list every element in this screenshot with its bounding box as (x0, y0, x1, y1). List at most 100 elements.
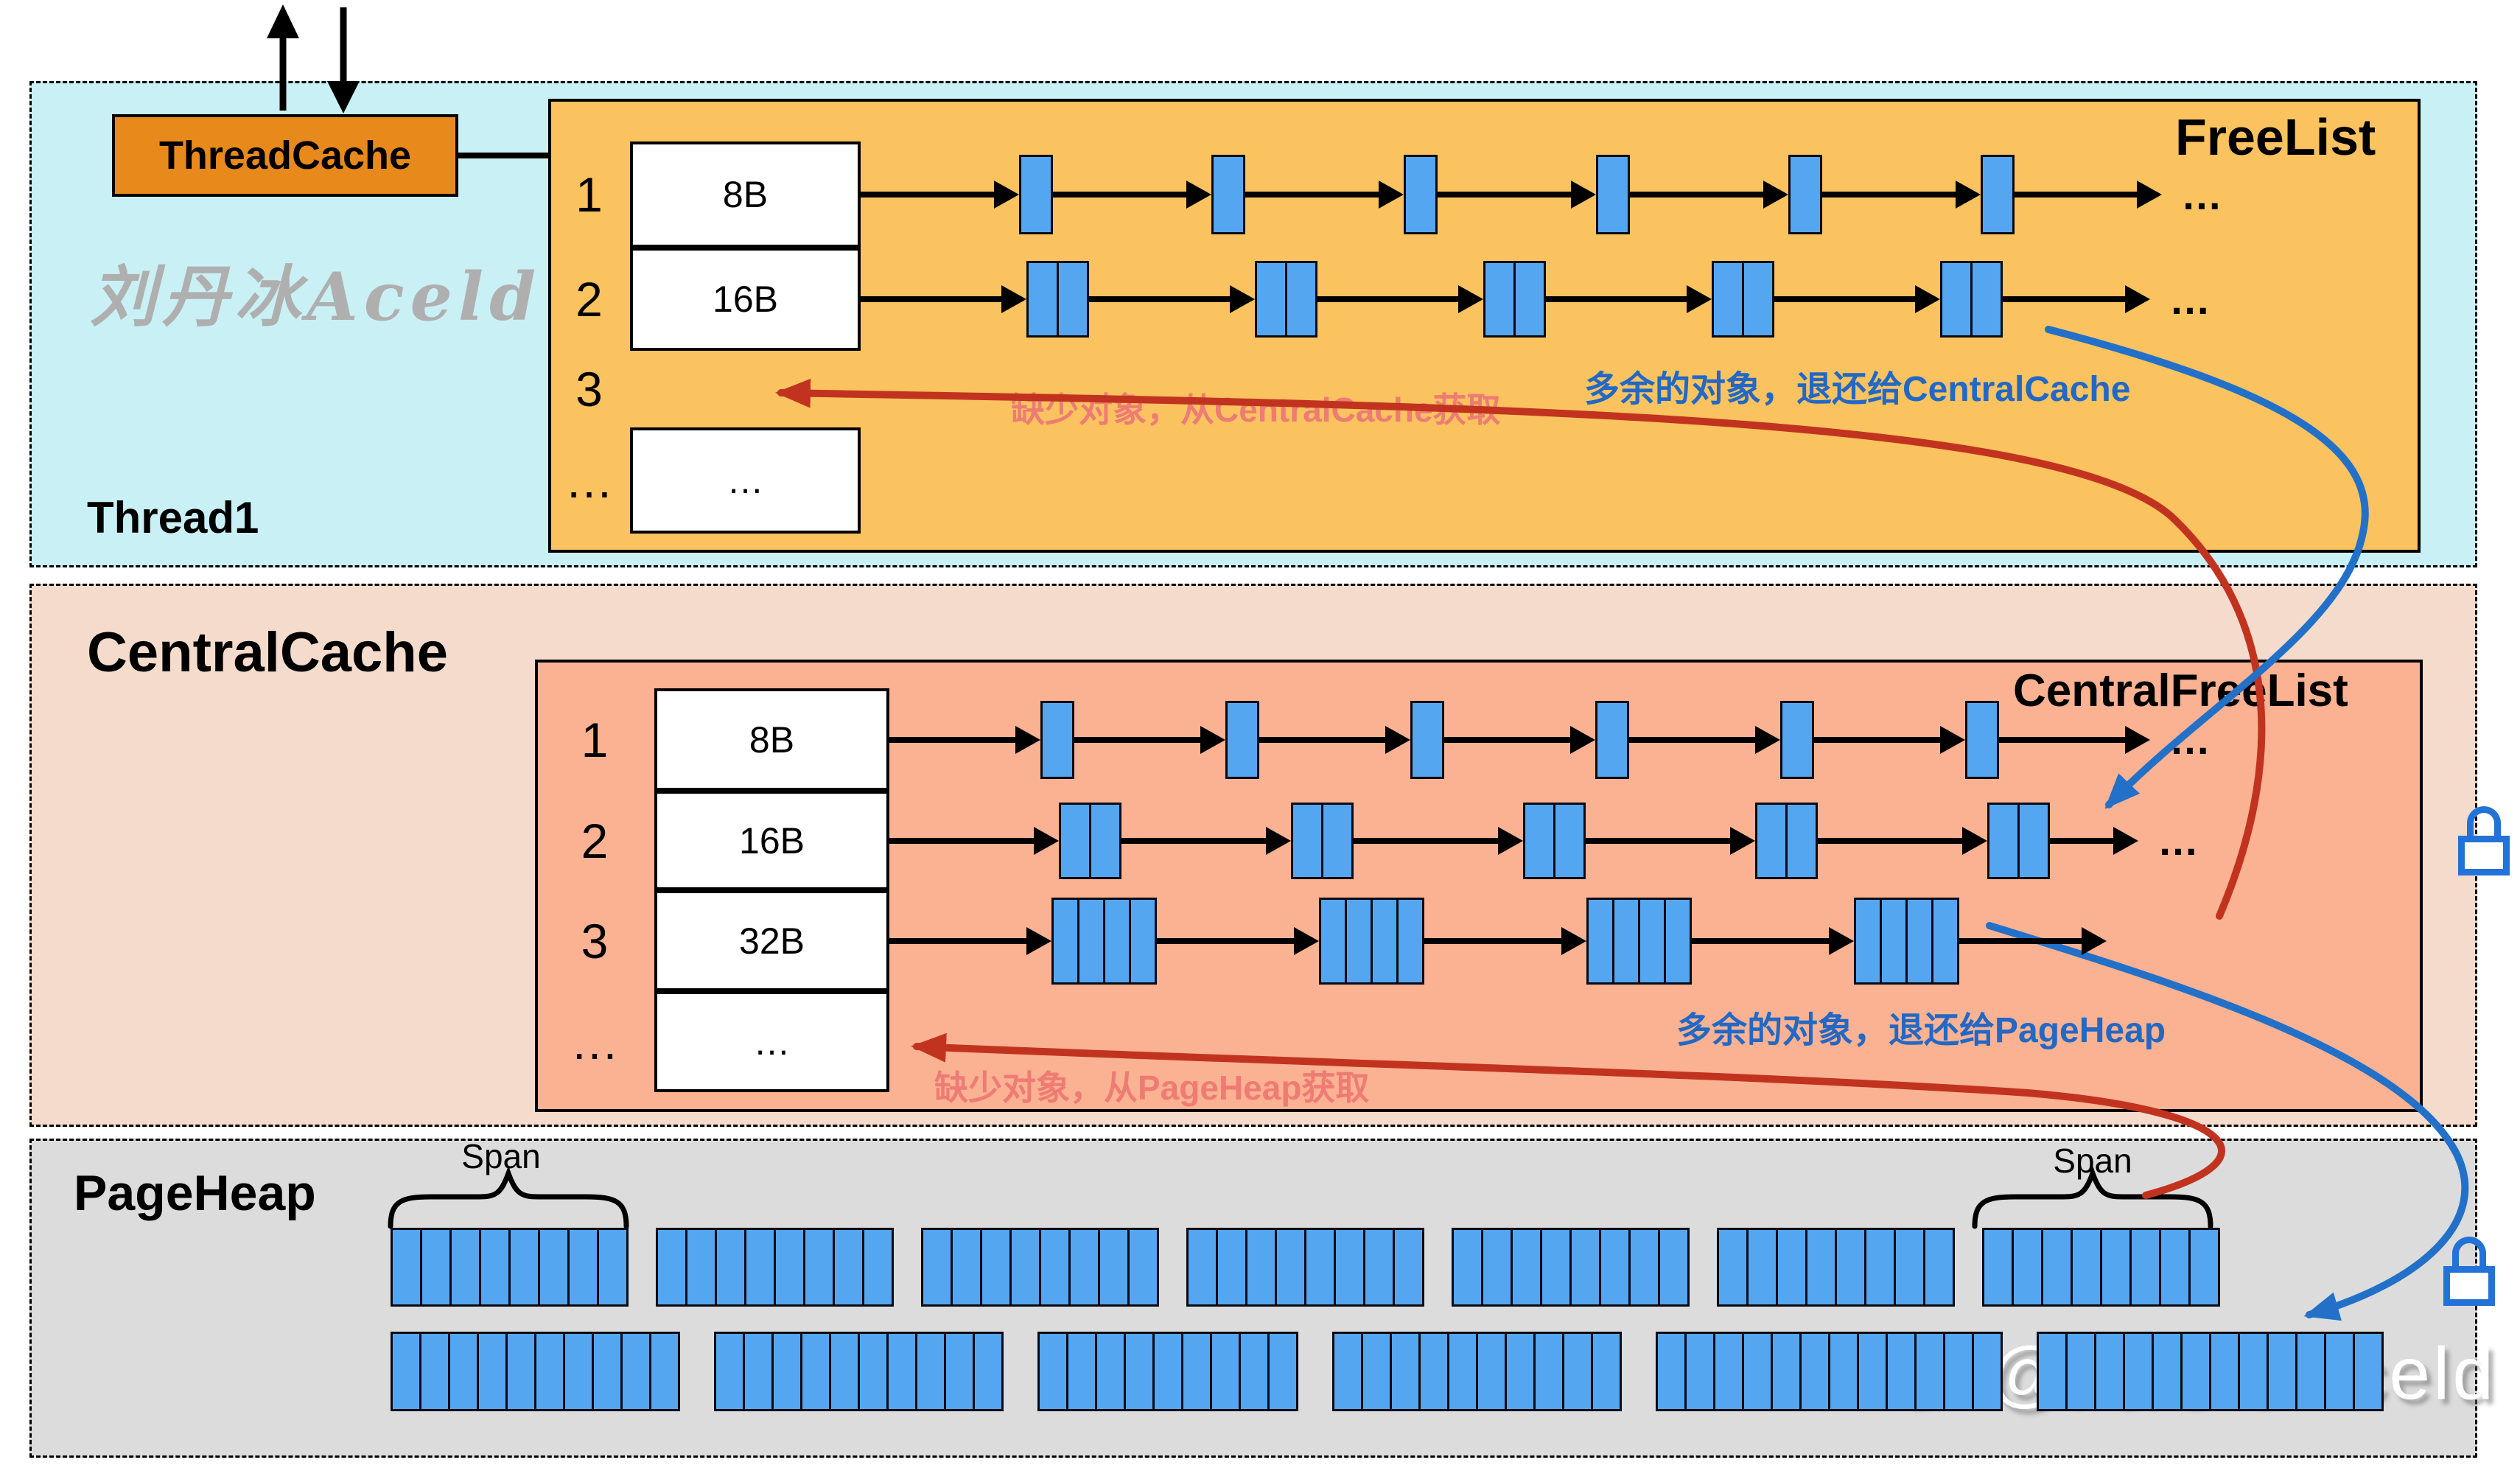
span-group (1656, 1332, 2003, 1411)
memory-block-group (1987, 802, 2050, 879)
link-arrow-icon (1814, 725, 1965, 754)
row-index-label: 2 (581, 813, 609, 868)
page-cell (1066, 1332, 1097, 1411)
ellipsis-label: … (2181, 171, 2226, 218)
memory-block-cell (1981, 155, 2015, 234)
link-arrow-icon (1629, 725, 1780, 754)
page-cell (1186, 1228, 1218, 1307)
memory-block-cell (1586, 897, 1614, 985)
page-cell (597, 1228, 629, 1307)
link-arrow-icon (1317, 285, 1483, 313)
page-cell (862, 1228, 894, 1307)
page-cell (1127, 1228, 1159, 1307)
annotation-fetch-from-pageheap: 缺少对象，从PageHeap获取 (934, 1069, 1370, 1107)
row-index-label: 1 (575, 167, 603, 222)
memory-block-cell (1404, 155, 1438, 234)
memory-block-cell (1051, 897, 1079, 985)
memory-block-cell (1905, 897, 1933, 985)
page-cell (1569, 1228, 1601, 1307)
page-cell (2209, 1332, 2240, 1411)
memory-block-group (1410, 700, 1444, 779)
page-cell (1181, 1332, 1212, 1411)
memory-block-cell (1103, 897, 1131, 985)
row-index-label: 1 (581, 712, 609, 767)
span-group (921, 1228, 1159, 1307)
page-cell (774, 1228, 805, 1307)
link-arrow-icon (2050, 826, 2138, 855)
page-cell (505, 1332, 536, 1411)
page-cell (1210, 1332, 1241, 1411)
freelist-title: FreeList (2175, 108, 2376, 166)
link-arrow-icon (861, 181, 1019, 209)
page-cell (1658, 1228, 1690, 1307)
alloc-up-arrowhead (267, 4, 299, 38)
freelist-row: …… (548, 427, 861, 534)
page-cell (1216, 1228, 1247, 1307)
memory-block-cell (1396, 897, 1424, 985)
ellipsis-label: … (2169, 276, 2214, 323)
page-cell (1656, 1332, 1687, 1411)
memory-block-cell (1780, 700, 1814, 779)
page-cell (951, 1228, 982, 1307)
memory-block-group (1019, 155, 1053, 234)
memory-block-cell (1019, 155, 1053, 234)
memory-block-group (1040, 700, 1074, 779)
page-cell (744, 1228, 776, 1307)
page-cell (2238, 1332, 2269, 1411)
annotation-return-to-pageheap: 多余的对象，退还给PageHeap (1676, 1011, 2166, 1050)
memory-block-group (1586, 897, 1692, 985)
page-cell (1095, 1332, 1126, 1411)
memory-block-group (1483, 261, 1546, 338)
page-cell (1037, 1332, 1068, 1411)
memory-block-group (1255, 261, 1317, 338)
page-cell (1835, 1228, 1866, 1307)
memory-block-cell (1513, 261, 1546, 338)
page-cell (1684, 1332, 1715, 1411)
span-group (1982, 1228, 2220, 1307)
memory-block-group (1712, 261, 1774, 338)
page-cell (1533, 1332, 1564, 1411)
page-cell (1771, 1332, 1802, 1411)
memory-block-cell (1785, 802, 1818, 879)
page-cell (771, 1332, 802, 1411)
memory-block-cell (1755, 802, 1788, 879)
link-arrow-icon (1259, 725, 1410, 754)
memory-block-group (1940, 261, 2003, 338)
watermark-author: 刘丹冰Aceld (90, 258, 542, 336)
page-cell (1390, 1332, 1421, 1411)
page-cell (1447, 1332, 1478, 1411)
page-cell (477, 1332, 508, 1411)
threadcache-label: ThreadCache (158, 133, 412, 178)
page-cell (1418, 1332, 1449, 1411)
page-cell (563, 1332, 594, 1411)
span-group (391, 1332, 680, 1411)
page-cell (1799, 1332, 1830, 1411)
page-cell (2353, 1332, 2384, 1411)
page-cell (685, 1228, 717, 1307)
memory-block-cell (1089, 802, 1121, 879)
memory-block-cell (1940, 261, 1973, 338)
link-arrow-icon (889, 725, 1040, 754)
lock-icon (2458, 806, 2510, 877)
memory-block-cell (1255, 261, 1287, 338)
page-cell (2041, 1228, 2073, 1307)
memory-block-group (1788, 155, 1822, 234)
page-cell (391, 1228, 422, 1307)
span-group (2037, 1332, 2384, 1411)
memory-block-cell (1595, 700, 1629, 779)
page-cell (1511, 1228, 1542, 1307)
page-cell (2123, 1332, 2154, 1411)
page-cell (1562, 1332, 1593, 1411)
page-cell (420, 1228, 452, 1307)
link-arrow-icon (1774, 285, 1940, 313)
page-cell (567, 1228, 599, 1307)
link-arrow-icon (1959, 926, 2107, 955)
row-index-label: 3 (575, 362, 603, 416)
page-cell (2071, 1228, 2102, 1307)
lock-icon (2443, 1237, 2495, 1307)
memory-block-cell (1410, 700, 1444, 779)
size-class-box: 8B (654, 688, 889, 791)
page-cell (858, 1332, 889, 1411)
memory-block-cell (1285, 261, 1317, 338)
memory-block-group (1965, 700, 1999, 779)
